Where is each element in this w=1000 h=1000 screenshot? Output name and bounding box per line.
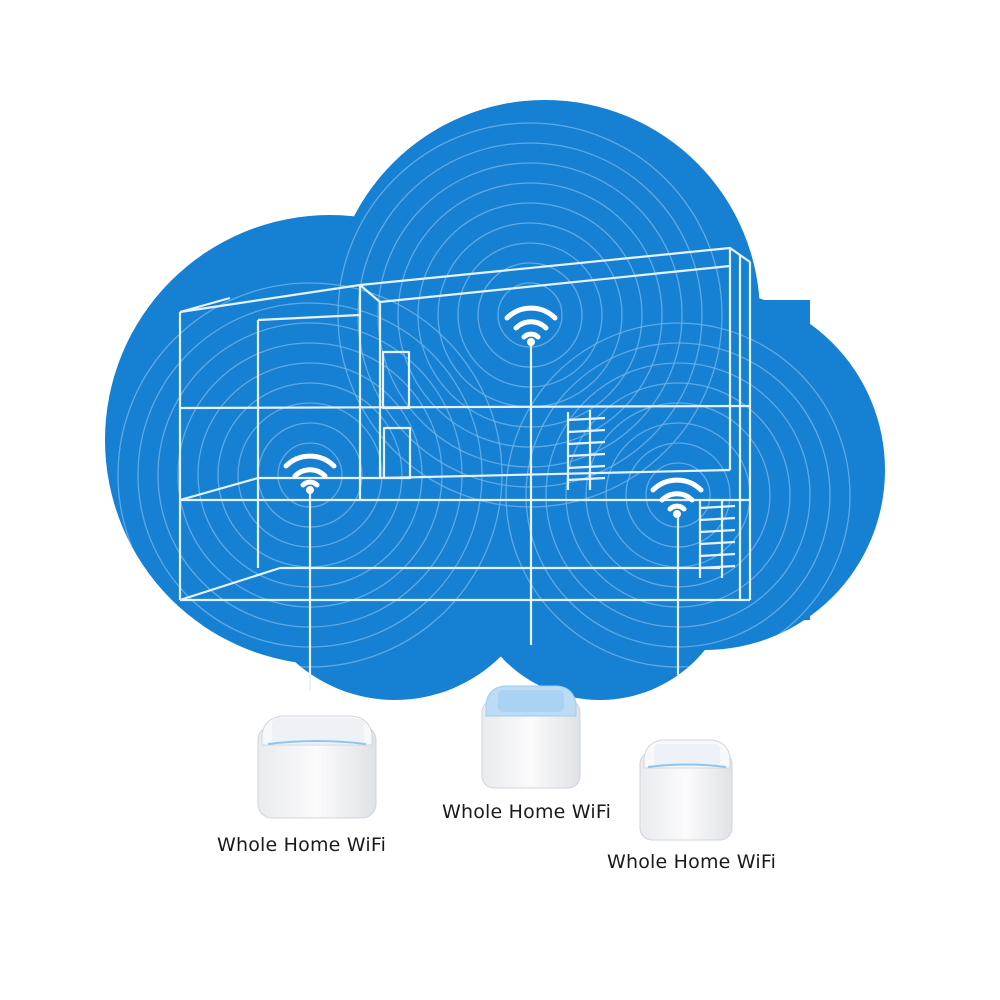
device-label: Whole Home WiFi xyxy=(607,851,777,873)
device-label: Whole Home WiFi xyxy=(217,834,387,856)
wifi-icon xyxy=(650,477,704,518)
mesh-node-device-3 xyxy=(639,739,733,841)
coverage-cloud xyxy=(105,100,885,700)
house-wireframe xyxy=(178,246,752,602)
mesh-node-device-1 xyxy=(257,715,377,819)
connection-lines xyxy=(308,342,680,690)
wifi-icon xyxy=(504,305,558,346)
device-label: Whole Home WiFi xyxy=(442,801,612,823)
mesh-node-device-2 xyxy=(481,685,581,789)
wifi-icon xyxy=(283,453,337,494)
